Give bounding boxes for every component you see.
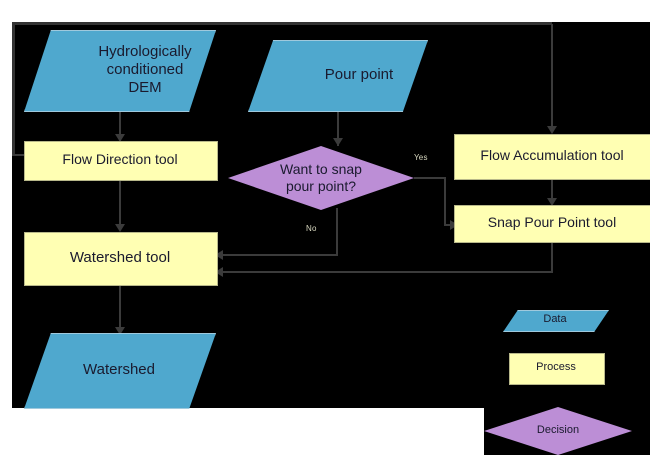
data-shape — [24, 333, 216, 409]
connector-decision-no-v — [336, 208, 338, 256]
legend-item-process: Process — [509, 353, 605, 385]
arrowhead-flowaccumulation-to-snap — [547, 198, 557, 206]
node-flow-accumulation-tool[interactable]: Flow Accumulation tool — [454, 134, 650, 180]
process-shape — [454, 134, 650, 180]
connector-snap-to-watershedtool-v — [551, 240, 553, 272]
arrowhead-decision-no-to-watershedtool — [215, 250, 223, 260]
node-hydrologically-conditioned-dem[interactable]: Hydrologically conditioned DEM — [24, 30, 216, 112]
edge-label-no: No — [306, 224, 317, 233]
connector-flowdirection-to-watershedtool — [119, 178, 121, 230]
process-shape — [24, 141, 218, 181]
process-shape — [24, 232, 218, 286]
process-shape — [509, 353, 605, 385]
arrowhead-flowdirection-to-watershedtool — [115, 224, 125, 232]
connector-snap-to-watershedtool-h — [222, 271, 553, 273]
data-shape — [248, 40, 428, 112]
connector-pourpoint-to-decision — [337, 110, 339, 146]
connector-leftrail-to-flowdirection — [12, 154, 26, 156]
arrowhead-watershedtool-to-watershed — [115, 327, 125, 335]
connector-decision-no-h — [222, 254, 338, 256]
connector-watershedtool-to-watershed — [119, 285, 121, 333]
arrowhead-pourpoint-to-decision — [333, 138, 343, 146]
node-flow-direction-tool[interactable]: Flow Direction tool — [24, 141, 218, 181]
node-pour-point[interactable]: Pour point — [248, 40, 428, 112]
diagram-frame-left — [12, 22, 15, 156]
legend-item-decision: Decision — [484, 407, 632, 455]
legend-item-data: Data — [503, 310, 609, 332]
arrowhead-dem-to-flowaccumulation — [547, 126, 557, 134]
diagram-frame-top — [12, 22, 552, 25]
process-shape — [454, 205, 650, 243]
node-snap-pour-point-tool[interactable]: Snap Pour Point tool — [454, 205, 650, 243]
node-decision-want-to-snap-pour-point[interactable]: Want to snap pour point? — [228, 146, 414, 210]
data-shape — [24, 30, 216, 112]
connector-decision-yes-h1 — [414, 177, 446, 179]
data-shape — [503, 310, 609, 332]
connector-decision-yes-v — [444, 177, 446, 225]
connector-flowaccumulation-to-snap — [551, 178, 553, 204]
connector-dem-to-flowaccumulation — [551, 24, 553, 132]
arrowhead-snap-to-watershedtool — [215, 267, 223, 277]
node-watershed[interactable]: Watershed — [24, 333, 216, 409]
edge-label-yes: Yes — [414, 153, 428, 162]
decision-shape — [228, 146, 414, 210]
arrowhead-dem-to-flowdirection — [115, 134, 125, 142]
connector-dem-to-flowdirection — [119, 110, 121, 142]
node-watershed-tool[interactable]: Watershed tool — [24, 232, 218, 286]
decision-shape — [484, 407, 632, 455]
